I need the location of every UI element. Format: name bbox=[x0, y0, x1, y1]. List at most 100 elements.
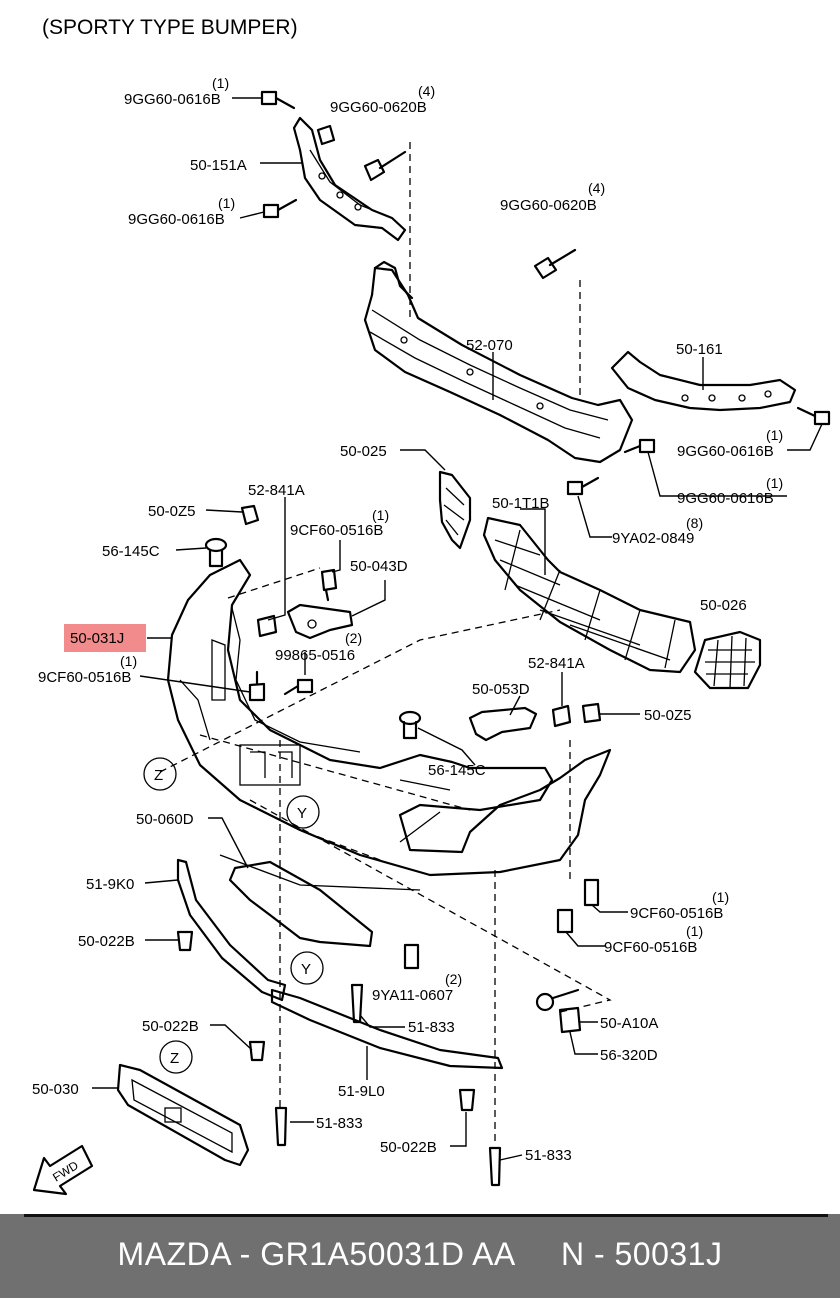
label-56-145c-a: 56-145C bbox=[102, 543, 160, 560]
label-51-9l0: 51-9L0 bbox=[338, 1083, 385, 1100]
label-50-022b-c: 50-022B bbox=[380, 1139, 437, 1156]
label-z-b: Z bbox=[170, 1050, 179, 1067]
label-9cf60-0516b-d: 9CF60-0516B bbox=[604, 939, 697, 956]
label-z-a: Z bbox=[154, 767, 163, 784]
label-51-833-b: 51-833 bbox=[316, 1115, 363, 1132]
label-50-151a: 50-151A bbox=[190, 157, 247, 174]
screw-9cf60-0516b-b bbox=[248, 670, 266, 702]
clip-9ya02-0849 bbox=[566, 476, 600, 496]
diagram-title: (SPORTY TYPE BUMPER) bbox=[42, 16, 298, 39]
qty-9ya02-0849: (8) bbox=[686, 515, 703, 531]
label-50-031j: 50-031J bbox=[70, 630, 124, 647]
label-56-320d: 56-320D bbox=[600, 1047, 658, 1064]
bracket-50-161 bbox=[610, 350, 797, 412]
label-50-022b-b: 50-022B bbox=[142, 1018, 199, 1035]
clip-52-841a-b bbox=[551, 704, 572, 728]
label-99865-0516: 99865-0516 bbox=[275, 647, 355, 664]
label-9gg60-0616b-a: 9GG60-0616B bbox=[124, 91, 221, 108]
label-50-030: 50-030 bbox=[32, 1081, 79, 1098]
bracket-50-043d bbox=[286, 603, 354, 640]
qty-9cf60-0516b-c: (1) bbox=[712, 889, 729, 905]
label-56-145c-b: 56-145C bbox=[428, 762, 486, 779]
label-50-a10a: 50-A10A bbox=[600, 1015, 658, 1032]
bolt-9gg60-0616b-a bbox=[260, 90, 296, 110]
plate-50-030 bbox=[116, 1063, 250, 1167]
qty-9cf60-0516b-a: (1) bbox=[372, 507, 389, 523]
screw-9cf60-0516b-d bbox=[556, 908, 574, 934]
bolt-9gg60-0616b-d bbox=[623, 438, 656, 454]
bracket-50-053d bbox=[468, 706, 538, 742]
label-y-a: Y bbox=[297, 805, 307, 822]
bolt-9gg60-0616b-c bbox=[796, 406, 831, 426]
label-50-0z5-b: 50-0Z5 bbox=[644, 707, 692, 724]
rivet-51-833-c bbox=[488, 1146, 502, 1187]
label-9cf60-0516b-b: 9CF60-0516B bbox=[38, 669, 131, 686]
qty-9gg60-0620b-b: (4) bbox=[588, 180, 605, 196]
label-highlight bbox=[64, 624, 146, 652]
qty-9gg60-0616b-b: (1) bbox=[218, 195, 235, 211]
label-9gg60-0620b-a: 9GG60-0620B bbox=[330, 99, 427, 116]
bracket-50-151a bbox=[292, 116, 407, 242]
grille-50-1t1b bbox=[482, 516, 697, 674]
qty-9ya11-0607: (2) bbox=[445, 971, 462, 987]
bolt-9gg60-0620b-a bbox=[363, 150, 407, 182]
screw-9cf60-0516b-a bbox=[320, 568, 338, 602]
label-9cf60-0516b-c: 9CF60-0516B bbox=[630, 905, 723, 922]
label-51-9k0: 51-9K0 bbox=[86, 876, 134, 893]
bolt-9gg60-0620b-b bbox=[533, 248, 577, 280]
qty-9cf60-0516b-b: (1) bbox=[120, 653, 137, 669]
clip-50-022b-c bbox=[458, 1088, 476, 1112]
label-9gg60-0616b-d: 9GG60-0616B bbox=[677, 490, 774, 507]
label-9ya11-0607: 9YA11-0607 bbox=[372, 987, 453, 1004]
screw-9cf60-0516b-c bbox=[583, 878, 600, 907]
clip-50-022b-b bbox=[248, 1040, 266, 1062]
grille-50-025 bbox=[438, 470, 472, 550]
label-50-060d: 50-060D bbox=[136, 811, 194, 828]
fwd-arrow-icon: FWD bbox=[32, 1144, 94, 1196]
label-50-026: 50-026 bbox=[700, 597, 747, 614]
hook-50-a10a bbox=[535, 988, 580, 1012]
qty-9gg60-0616b-d: (1) bbox=[766, 475, 783, 491]
rivet-51-833-b bbox=[274, 1106, 288, 1147]
qty-9gg60-0616b-c: (1) bbox=[766, 427, 783, 443]
label-52-070: 52-070 bbox=[466, 337, 513, 354]
part-number-caption: MAZDA - GR1A50031D AA N - 50031J bbox=[117, 1236, 723, 1272]
label-52-841a-b: 52-841A bbox=[528, 655, 585, 672]
label-51-833-c: 51-833 bbox=[525, 1147, 572, 1164]
label-9gg60-0616b-c: 9GG60-0616B bbox=[677, 443, 774, 460]
grille-50-026 bbox=[693, 630, 762, 690]
label-50-1t1b: 50-1T1B bbox=[492, 495, 550, 512]
clip-9ya11-0607 bbox=[403, 943, 420, 970]
footer-separator bbox=[24, 1214, 828, 1217]
rivet-51-833-a bbox=[350, 983, 364, 1024]
label-51-833-a: 51-833 bbox=[408, 1019, 455, 1036]
label-50-025: 50-025 bbox=[340, 443, 387, 460]
label-9cf60-0516b-a: 9CF60-0516B bbox=[290, 522, 383, 539]
reinforcement-52-070 bbox=[363, 260, 634, 464]
label-52-841a-a: 52-841A bbox=[248, 482, 305, 499]
pin-56-145c-b bbox=[398, 710, 422, 740]
parts-diagram: (SPORTY TYPE BUMPER) bbox=[32, 16, 831, 1196]
label-9gg60-0620b-b: 9GG60-0620B bbox=[500, 197, 597, 214]
qty-9gg60-0616b-a: (1) bbox=[212, 75, 229, 91]
label-9ya02-0849: 9YA02-0849 bbox=[612, 530, 694, 547]
qty-9cf60-0516b-d: (1) bbox=[686, 923, 703, 939]
qty-99865-0516: (2) bbox=[345, 630, 362, 646]
footer-bar: MAZDA - GR1A50031D AA N - 50031J bbox=[0, 1214, 840, 1298]
bolt-9gg60-0616b-b bbox=[262, 198, 298, 219]
label-50-161: 50-161 bbox=[676, 341, 723, 358]
clip-50-022b-a bbox=[176, 930, 194, 952]
qty-9gg60-0620b-a: (4) bbox=[418, 83, 435, 99]
label-50-0z5-a: 50-0Z5 bbox=[148, 503, 196, 520]
fastener-50-0z5-b bbox=[581, 702, 602, 724]
fastener-50-0z5-a bbox=[240, 504, 260, 526]
label-50-022b-a: 50-022B bbox=[78, 933, 135, 950]
pin-56-145c-a bbox=[204, 537, 228, 568]
label-9gg60-0616b-b: 9GG60-0616B bbox=[128, 211, 225, 228]
screw-99865-0516 bbox=[283, 678, 314, 696]
label-50-043d: 50-043D bbox=[350, 558, 408, 575]
undercover-50-060d bbox=[228, 860, 374, 948]
label-50-053d: 50-053D bbox=[472, 681, 530, 698]
label-y-b: Y bbox=[301, 961, 311, 978]
part-labels: (1) 9GG60-0616B (4) 9GG60-0620B 50-151A … bbox=[32, 75, 783, 1164]
